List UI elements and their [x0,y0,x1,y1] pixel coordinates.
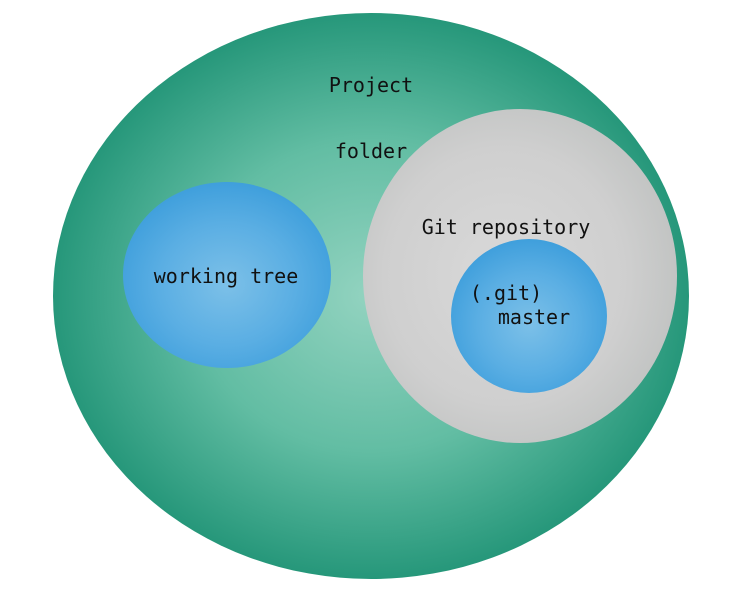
working-tree-ellipse [123,182,331,368]
project-folder-label-line2: folder [334,139,408,163]
working-tree-label: working tree [153,264,299,288]
project-folder-label: Project folder [271,30,471,184]
master-ellipse [451,239,607,393]
git-repository-label-line2: (.git) [469,281,543,305]
git-repository-label: Git repository (.git) [381,172,631,326]
master-label: master [497,305,571,329]
project-folder-label-line1: Project [328,73,414,97]
git-repository-label-line1: Git repository [421,215,591,239]
